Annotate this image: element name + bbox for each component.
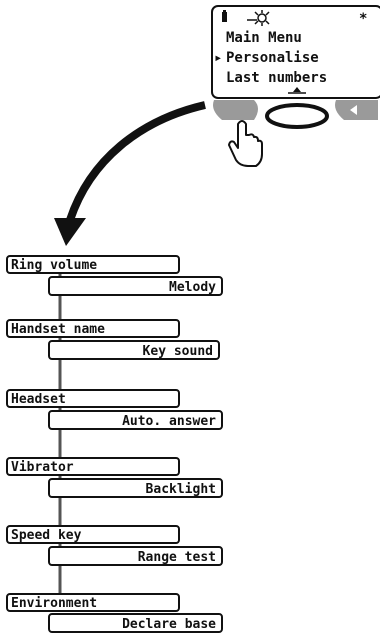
menu-item-range-test[interactable]	[48, 546, 223, 566]
screen-line-last-numbers: Last numbers	[226, 70, 327, 86]
menu-pair-5: Environment Declare base	[6, 593, 223, 633]
menu-item-speed-key[interactable]	[6, 525, 180, 544]
menu-item-label: Range test	[138, 550, 216, 565]
battery-icon	[222, 10, 227, 22]
menu-item-label: Backlight	[146, 482, 216, 497]
menu-item-label: Handset name	[11, 322, 105, 337]
menu-pair-2: Headset Auto. answer	[6, 389, 223, 430]
menu-item-environment[interactable]	[6, 593, 180, 612]
menu-pair-1: Handset name Key sound	[6, 319, 220, 360]
menu-item-headset[interactable]	[6, 389, 180, 408]
navigation-key[interactable]	[265, 103, 329, 129]
screen-line-main-menu: Main Menu	[226, 30, 302, 46]
menu-pair-0: Ring volume Melody	[6, 255, 223, 296]
screen-line-personalise: Personalise	[226, 50, 319, 66]
menu-item-ring-volume[interactable]	[6, 255, 180, 274]
pointing-hand-icon	[228, 120, 263, 167]
menu-item-label: Key sound	[143, 344, 213, 359]
menu-item-label: Speed key	[11, 528, 82, 543]
back-arrow-icon	[350, 105, 357, 115]
keypad-row	[213, 100, 378, 129]
menu-item-vibrator[interactable]	[6, 457, 180, 476]
menu-pair-3: Vibrator Backlight	[6, 457, 223, 498]
menu-item-backlight[interactable]	[48, 478, 223, 498]
menu-item-label: Ring volume	[11, 258, 97, 273]
phone-display: * Main Menu ▸ Personalise Last numbers	[211, 5, 380, 99]
menu-item-label: Auto. answer	[122, 414, 216, 429]
menu-item-label: Vibrator	[11, 460, 74, 475]
menu-item-key-sound[interactable]	[48, 340, 220, 360]
asterisk-icon: *	[359, 11, 367, 27]
brightness-icon	[247, 10, 270, 26]
scroll-indicator-icon	[288, 87, 306, 94]
curved-arrow	[54, 101, 206, 246]
menu-item-handset-name[interactable]	[6, 319, 180, 338]
menu-item-auto-answer[interactable]	[48, 410, 223, 430]
selection-marker: ▸	[214, 50, 222, 66]
left-softkey[interactable]	[213, 100, 258, 120]
menu-item-label: Melody	[169, 280, 216, 295]
menu-pair-4: Speed key Range test	[6, 525, 223, 566]
menu-item-label: Headset	[11, 392, 66, 407]
menu-item-label: Declare base	[122, 617, 216, 632]
menu-item-declare-base[interactable]	[48, 613, 223, 633]
menu-item-label: Environment	[11, 596, 97, 611]
menu-item-melody[interactable]	[48, 276, 223, 296]
